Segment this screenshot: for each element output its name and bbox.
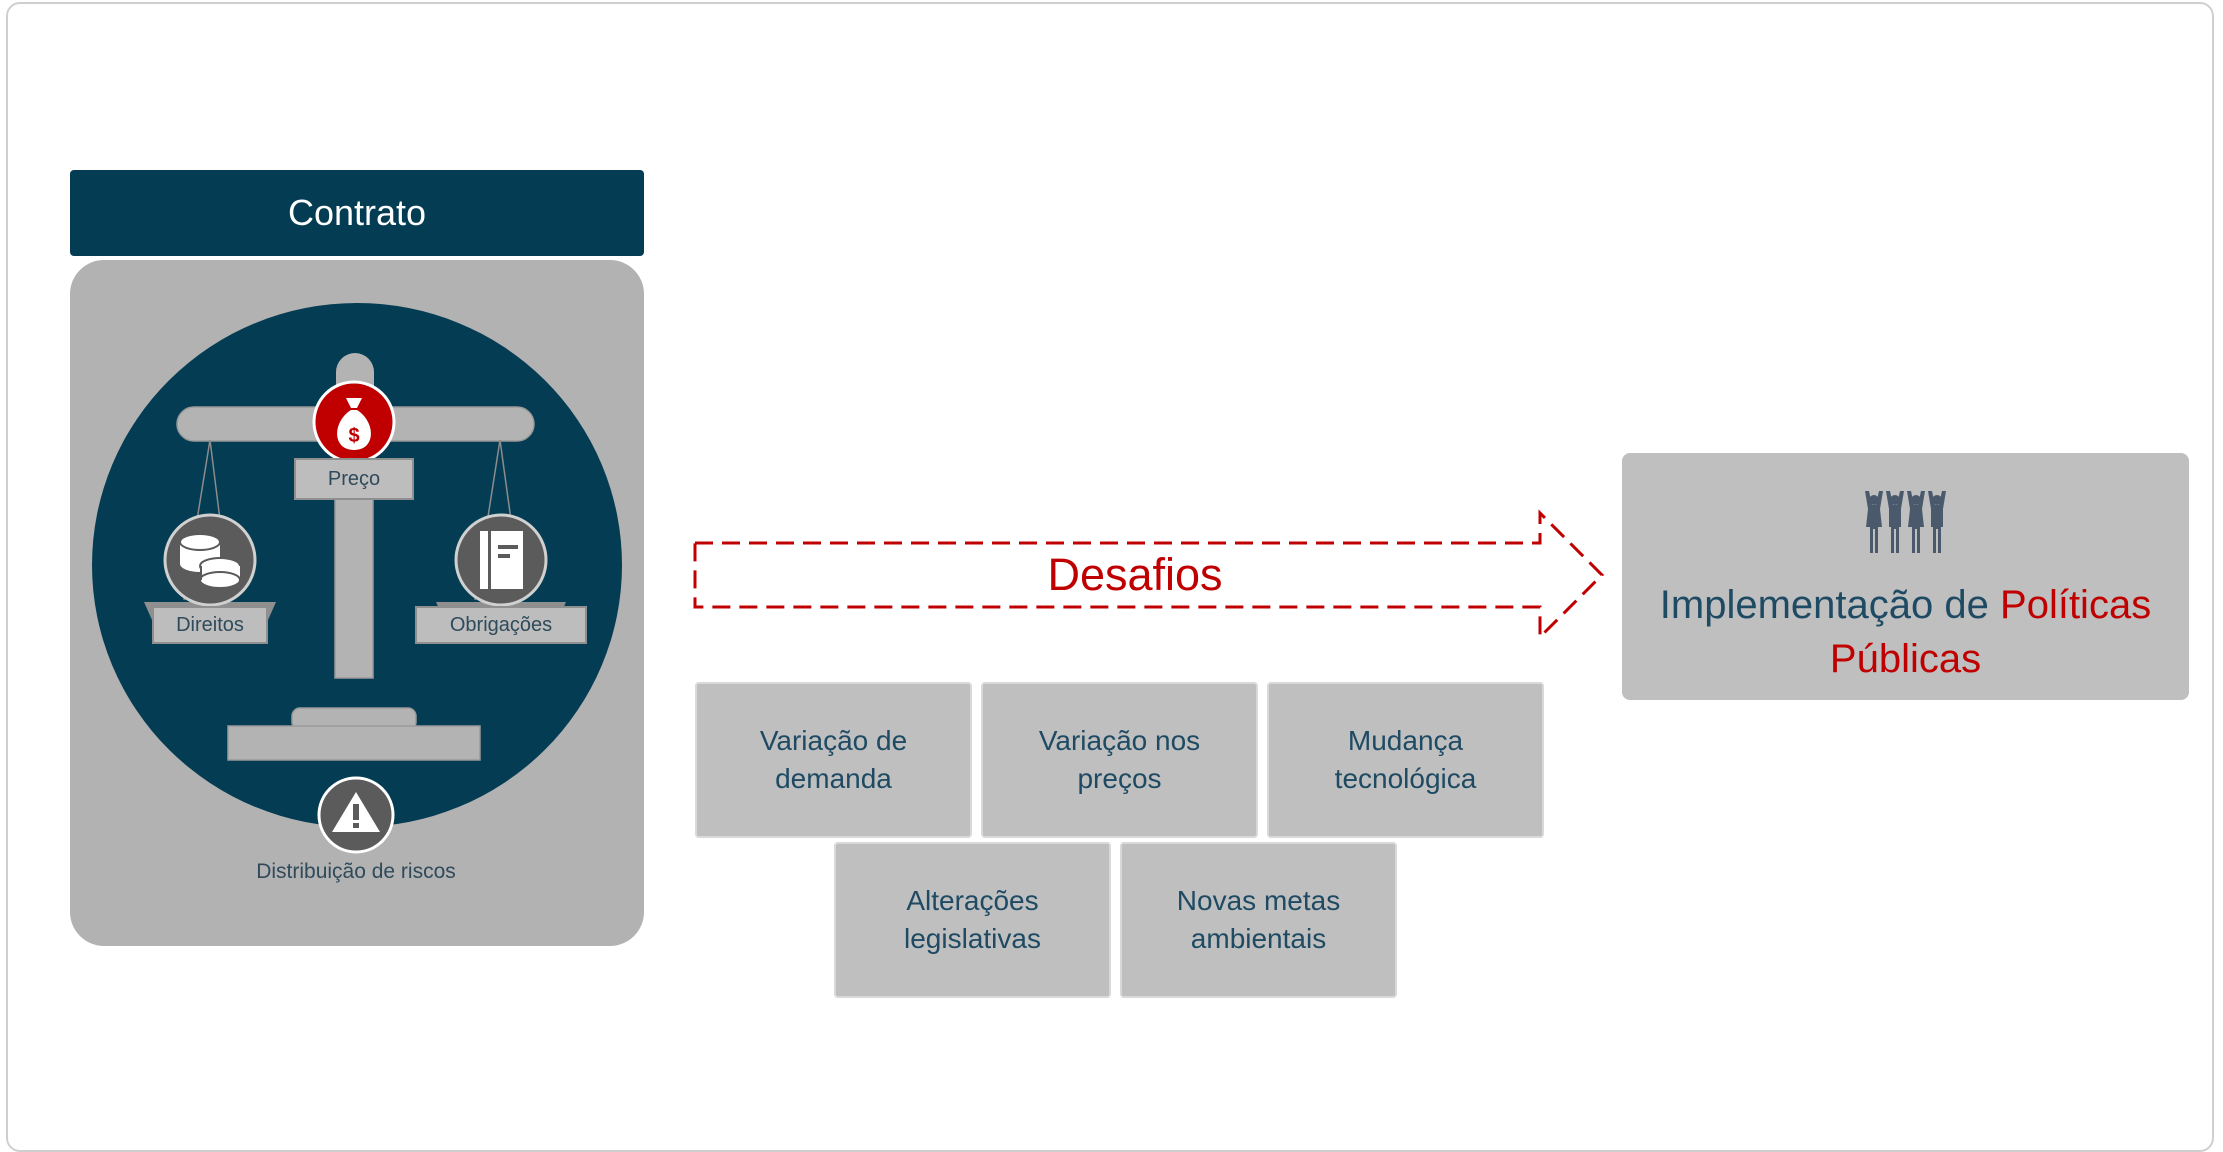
price-label: Preço [294,458,414,500]
public-policies-title-prefix: Implementação de [1659,583,1989,627]
challenges-arrow [693,509,1605,641]
scale-illustration: $ [92,303,622,854]
contract-panel: $ Preço Direitos Obrigações Distribuição… [70,260,644,946]
challenge-environmental-goals: Novas metas ambientais [1120,842,1397,998]
public-policies-title: Implementação de Políticas Públicas [1622,578,2189,686]
public-policies-box: Implementação de Políticas Públicas [1622,453,2189,700]
challenge-technology-change: Mudança tecnológica [1267,682,1544,838]
scale-base [227,725,481,761]
people-celebrating-icon [1865,491,1946,553]
money-bag-icon: $ [312,380,396,464]
public-policies-title-highlight: Políticas Públicas [1829,583,2152,681]
coins-icon [163,513,257,607]
challenges-arrow-label: Desafios [1047,549,1223,600]
contract-header: Contrato [70,170,644,256]
risk-distribution-label: Distribuição de riscos [256,860,456,883]
warning-icon [317,776,395,854]
challenge-demand-variation: Variação de demanda [695,682,972,838]
svg-text:$: $ [348,425,359,447]
obligations-label: Obrigações [415,606,587,644]
challenge-legislative-changes: Alterações legislativas [834,842,1111,998]
rights-label: Direitos [152,606,268,644]
challenge-price-variation: Variação nos preços [981,682,1258,838]
book-icon [454,513,548,607]
